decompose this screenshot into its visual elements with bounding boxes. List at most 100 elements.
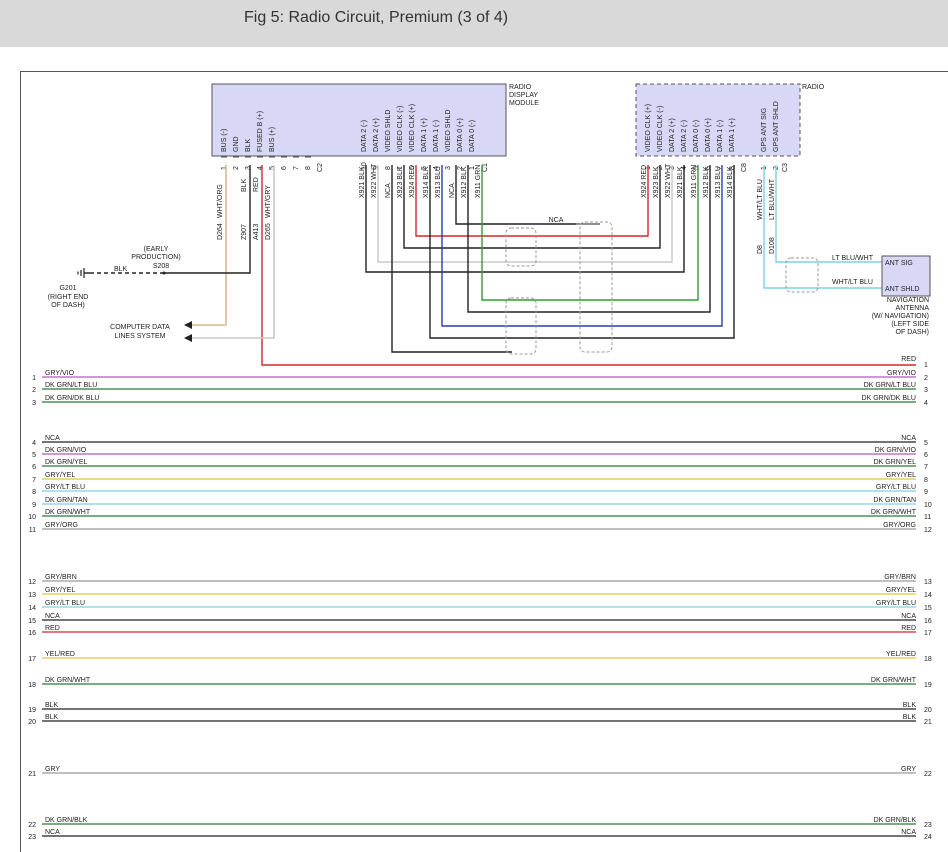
bus-wire-label: GRY/LT BLU — [876, 484, 916, 491]
bus-wire-label: GRY/YEL — [886, 472, 916, 479]
wire-color-label: X911 GRN — [691, 165, 698, 198]
rdm-label: DISPLAY — [509, 92, 538, 99]
pin-signal-label: DATA 2 (+) — [373, 118, 380, 152]
bus-wire-label: NCA — [901, 829, 916, 836]
nca-label: NCA — [549, 217, 564, 224]
bus-number: 9 — [32, 502, 36, 509]
wire-x921 — [365, 165, 685, 273]
wire-color-label: NCA — [385, 183, 392, 198]
wire-color-label: X911 GRN — [475, 165, 482, 198]
pin-number: 7 — [717, 166, 724, 170]
bus-number: 17 — [28, 656, 36, 663]
wire-color-label: RED — [253, 177, 260, 192]
bus-wire-label: DK GRN/WHT — [45, 509, 91, 516]
pin-number: 8 — [305, 166, 312, 170]
pin-number: 5 — [269, 166, 276, 170]
wire-color-label: X921 BLK — [677, 166, 684, 198]
bus-number: 19 — [28, 707, 36, 714]
bus-number: 3 — [924, 387, 928, 394]
wire-color-label: X914 BLK — [423, 166, 430, 198]
bus-wire-label: BLK — [903, 714, 917, 721]
pin-number: 6 — [409, 166, 416, 170]
antenna-pin-label: ANT SIG — [885, 260, 913, 267]
bus-wire-label: DK GRN/LT BLU — [45, 382, 97, 389]
antenna-label: OF DASH) — [896, 329, 929, 336]
wire-color-label: X914 BLK — [727, 166, 734, 198]
bus-number: 22 — [28, 822, 36, 829]
circuit-label: D265 — [265, 223, 272, 240]
pin-signal-label: VIDEO SHLD — [445, 110, 452, 152]
bus-wire-label: RED — [901, 356, 916, 363]
pin-signal-label: DATA 1 (-) — [433, 120, 440, 152]
pin-number: 6 — [705, 166, 712, 170]
bus-wire-label: GRY/BRN — [45, 574, 77, 581]
arrow-icon — [184, 334, 192, 342]
bus-number: 16 — [28, 630, 36, 637]
pin-number: 3 — [445, 166, 452, 170]
wire-d264 — [192, 165, 227, 326]
bus-wire-label: BLK — [903, 702, 917, 709]
pin-number: 7 — [293, 166, 300, 170]
bus-number: 13 — [924, 579, 932, 586]
bus-wire-label: RED — [901, 625, 916, 632]
bus-wire-label: GRY/ORG — [45, 522, 78, 529]
pin-signal-label: DATA 0 (+) — [705, 118, 712, 152]
bus-number: 19 — [924, 682, 932, 689]
wire-color-label: LT BLU/WHT — [769, 178, 776, 220]
pin-signal-label: GPS ANT SHLD — [773, 101, 780, 152]
ground-id: G201 — [59, 285, 76, 292]
bus-wire-label: YEL/RED — [45, 651, 75, 658]
bus-wire-label: GRY/BRN — [884, 574, 916, 581]
wire-color-label: BLK — [241, 178, 248, 192]
pin-signal-label: VIDEO CLK (+) — [645, 104, 652, 152]
wire-color-label: WHT/LT BLU — [757, 179, 764, 220]
circuit-label: Z907 — [241, 224, 248, 240]
circuit-label: A413 — [253, 224, 260, 240]
pin-number: 3 — [245, 166, 252, 170]
bus-number: 20 — [924, 707, 932, 714]
radio-display-module-box — [211, 83, 507, 157]
bus-wire-label: GRY/LT BLU — [45, 600, 85, 607]
bus-wire-label: GRY — [901, 766, 916, 773]
bus-wire-label: DK GRN/YEL — [874, 459, 917, 466]
wire-color-label: X924 RED — [641, 165, 648, 198]
ground-icon — [77, 268, 85, 278]
wire-color-label: X921 BLK — [359, 166, 366, 198]
bus-number: 9 — [924, 489, 928, 496]
bus-number: 21 — [924, 719, 932, 726]
wire-x913 — [441, 165, 723, 327]
bus-wire-label: GRY/LT BLU — [876, 600, 916, 607]
bus-number: 4 — [32, 440, 36, 447]
pin-number: 2 — [457, 166, 464, 170]
bus-wire-label: NCA — [901, 613, 916, 620]
bus-number: 20 — [28, 719, 36, 726]
bus-number: 17 — [924, 630, 932, 637]
pin-number: 8 — [729, 166, 736, 170]
bus-wire-label: GRY/LT BLU — [45, 484, 85, 491]
pin-signal-label: DATA 1 (+) — [729, 118, 736, 152]
connector-name: C2 — [317, 163, 324, 172]
rdm-label: RADIO — [509, 84, 532, 91]
antenna-box — [881, 255, 931, 297]
antenna-label: NAVIGATION — [887, 297, 929, 304]
bus-number: 11 — [29, 527, 36, 534]
wire-color-label: X912 BLK — [703, 166, 710, 198]
wire-color-label: WHT/ORG — [217, 184, 224, 218]
antenna-label: (W/ NAVIGATION) — [872, 313, 929, 320]
bus-number: 10 — [28, 514, 36, 521]
bus-number: 22 — [924, 771, 932, 778]
connector-name: C8 — [741, 163, 748, 172]
bus-number: 8 — [32, 489, 36, 496]
pin-signal-label: DATA 0 (+) — [457, 118, 464, 152]
bus-number: 3 — [32, 400, 36, 407]
wire-color-label: X922 WHT — [371, 163, 378, 198]
bus-number: 15 — [28, 618, 36, 625]
bus-number: 14 — [924, 592, 932, 599]
bus-wire-label: DK GRN/VIO — [45, 447, 87, 454]
bus-number: 23 — [924, 822, 932, 829]
bus-number: 6 — [32, 464, 36, 471]
radio-label: RADIO — [802, 84, 825, 91]
rdm-label: MODULE — [509, 100, 539, 107]
radio-box — [635, 83, 801, 157]
pin-signal-label: VIDEO CLK (-) — [657, 106, 664, 152]
